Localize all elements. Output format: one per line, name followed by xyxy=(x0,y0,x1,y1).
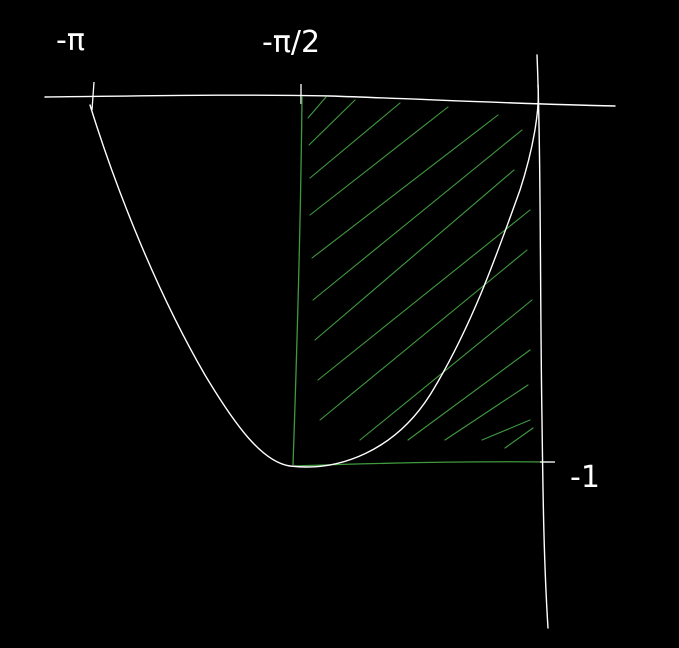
curve xyxy=(89,84,540,468)
region-left-boundary xyxy=(292,95,303,466)
vertical-line-right xyxy=(536,54,549,629)
label-neg-pi: -π xyxy=(56,23,85,58)
label-neg-one: -1 xyxy=(570,460,600,495)
x-axis-line xyxy=(44,94,616,107)
label-neg-pi-over-2: -π/2 xyxy=(262,25,320,60)
tick-neg-pi xyxy=(91,81,95,111)
shaded-region-hatching xyxy=(307,96,534,449)
